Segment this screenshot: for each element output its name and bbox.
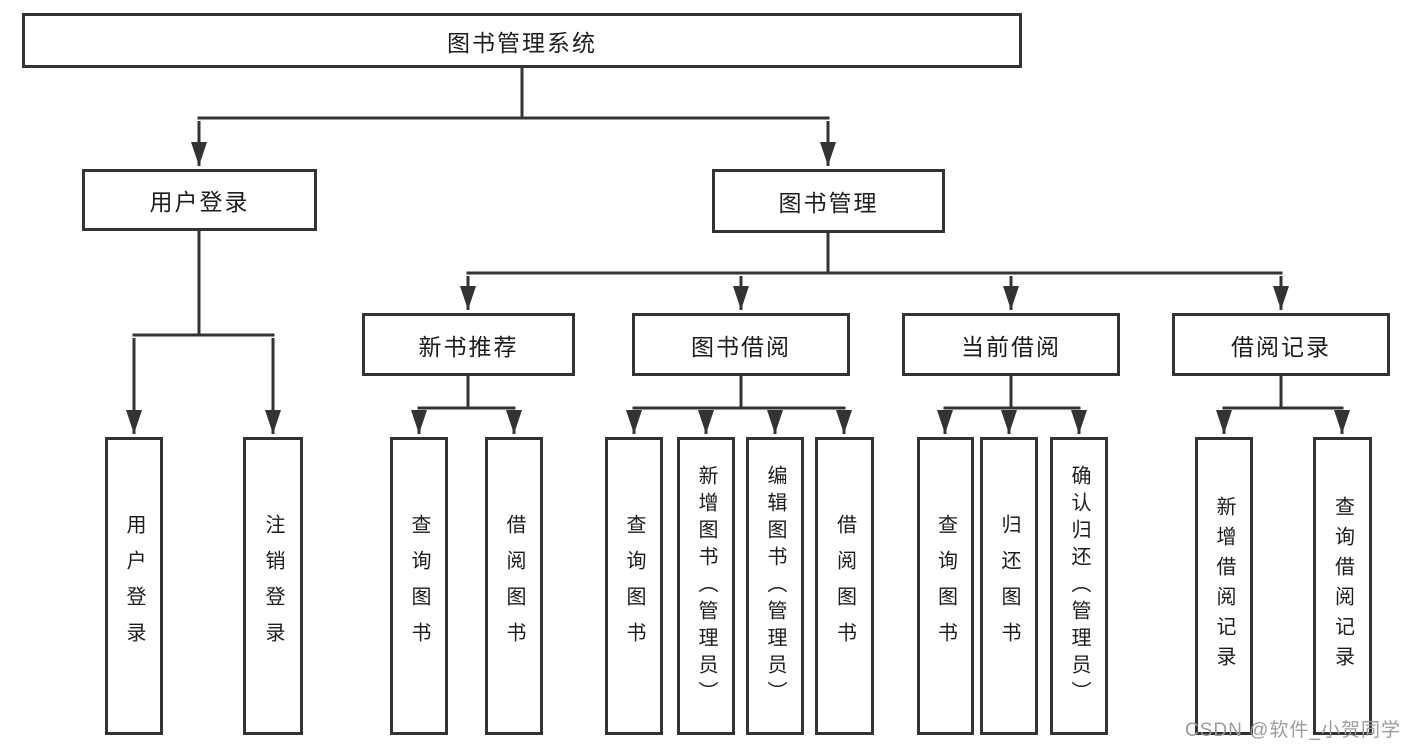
node-label: 新书推荐 bbox=[418, 333, 519, 360]
leaf-label: 用户登录 bbox=[123, 514, 145, 658]
leaf-label: 新增借阅记录 bbox=[1213, 496, 1235, 676]
connector-book-mgmt-to-level3 bbox=[460, 231, 1289, 310]
leaf-label: 新增图书（管理员） bbox=[695, 464, 717, 708]
node-label: 用户登录 bbox=[149, 189, 250, 215]
leaf-add-books-admin: 新增图书（管理员） bbox=[677, 437, 735, 735]
leaf-label: 查询图书 bbox=[408, 514, 430, 658]
node-label: 图书借阅 bbox=[691, 333, 791, 360]
connector-records-to-leaves bbox=[1216, 374, 1350, 434]
leaf-borrow-books: 借阅图书 bbox=[815, 437, 874, 735]
leaf-user-login: 用户登录 bbox=[105, 437, 163, 735]
node-new-book-recommend: 新书推荐 bbox=[362, 313, 575, 376]
leaf-borrow-books-recommend: 借阅图书 bbox=[485, 437, 543, 735]
leaf-query-books-borrowing: 查询图书 bbox=[605, 437, 663, 735]
leaf-label: 编辑图书（管理员） bbox=[764, 464, 786, 708]
leaf-add-borrow-record: 新增借阅记录 bbox=[1195, 437, 1253, 735]
leaf-query-borrow-record: 查询借阅记录 bbox=[1313, 437, 1372, 735]
leaf-query-books-recommend: 查询图书 bbox=[390, 437, 448, 735]
leaf-label: 查询图书 bbox=[934, 514, 957, 658]
node-label: 图书管理 bbox=[778, 190, 879, 216]
node-book-borrowing: 图书借阅 bbox=[632, 313, 850, 376]
leaf-label: 借阅图书 bbox=[833, 514, 856, 658]
leaf-label: 查询图书 bbox=[623, 514, 645, 658]
leaf-return-books: 归还图书 bbox=[980, 437, 1038, 735]
csdn-watermark: CSDN @软件_小贺同学 bbox=[1185, 720, 1401, 741]
leaf-label: 归还图书 bbox=[998, 514, 1020, 658]
connector-recommend-to-leaves bbox=[411, 374, 522, 434]
node-root-system: 图书管理系统 bbox=[22, 13, 1022, 68]
node-label: 借阅记录 bbox=[1231, 333, 1331, 360]
node-borrow-records: 借阅记录 bbox=[1172, 313, 1390, 376]
leaf-logout: 注销登录 bbox=[243, 437, 303, 735]
node-user-login: 用户登录 bbox=[82, 169, 317, 231]
node-label: 图书管理系统 bbox=[447, 29, 597, 56]
connector-user-login-to-leaves bbox=[126, 229, 281, 434]
leaf-query-books-current: 查询图书 bbox=[917, 437, 974, 735]
leaf-label: 确认归还（管理员） bbox=[1068, 464, 1090, 708]
node-current-borrowing: 当前借阅 bbox=[902, 313, 1120, 376]
leaf-label: 注销登录 bbox=[262, 514, 284, 658]
connector-root-to-level2 bbox=[191, 66, 836, 166]
node-book-management: 图书管理 bbox=[712, 169, 945, 233]
leaf-label: 查询借阅记录 bbox=[1331, 496, 1354, 676]
connector-borrowing-to-leaves bbox=[626, 374, 852, 434]
leaf-label: 借阅图书 bbox=[503, 514, 525, 658]
leaf-confirm-return-admin: 确认归还（管理员） bbox=[1050, 437, 1108, 735]
node-label: 当前借阅 bbox=[961, 333, 1061, 360]
leaf-edit-books-admin: 编辑图书（管理员） bbox=[746, 437, 804, 735]
connector-current-to-leaves bbox=[937, 374, 1087, 434]
